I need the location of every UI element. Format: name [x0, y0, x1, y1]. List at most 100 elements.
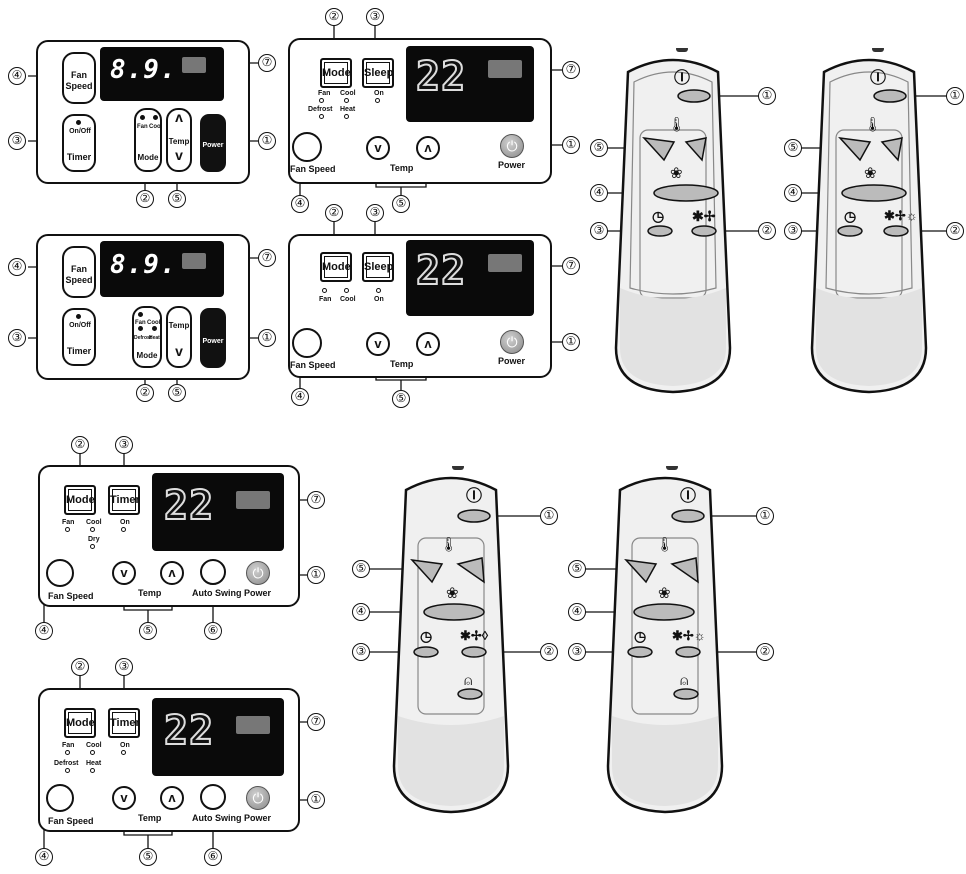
- fan-speed-button[interactable]: [653, 184, 719, 202]
- power-button[interactable]: ⏻: [246, 786, 270, 810]
- mode-button[interactable]: [461, 646, 487, 658]
- power-button[interactable]: ⏻: [500, 134, 524, 158]
- mode-button[interactable]: Mode: [64, 708, 96, 738]
- power-button[interactable]: Power: [200, 114, 226, 172]
- fan-speed-button[interactable]: [423, 603, 485, 621]
- defrost-led: [138, 326, 143, 331]
- callout-6: ⑥: [204, 848, 222, 866]
- mode-button[interactable]: [675, 646, 701, 658]
- sleep-button[interactable]: Sleep: [362, 252, 394, 282]
- auto-swing-button[interactable]: [200, 784, 226, 810]
- fan-speed-label: Fan Speed: [48, 591, 94, 601]
- callout-3: ③: [784, 222, 802, 240]
- temp-up-button[interactable]: ʌ: [416, 136, 440, 160]
- temp-up-button[interactable]: ʌ: [160, 786, 184, 810]
- temp-down-button[interactable]: [410, 558, 444, 584]
- callout-4: ④: [568, 603, 586, 621]
- temp-down-button[interactable]: [624, 558, 658, 584]
- temp-down-button[interactable]: [642, 136, 676, 162]
- timer-button[interactable]: [647, 225, 673, 237]
- power-icon: ⏻: [506, 138, 518, 154]
- on-off-timer-button[interactable]: On/Off Timer: [62, 308, 96, 366]
- heat-indicator-label: Heat: [86, 760, 102, 767]
- swing-button[interactable]: [673, 688, 699, 700]
- callout-2: ②: [136, 190, 154, 208]
- timer-button[interactable]: [413, 646, 439, 658]
- callout-2: ②: [136, 384, 154, 402]
- cool-indicator-label: Cool: [147, 320, 161, 326]
- power-button[interactable]: Power: [200, 308, 226, 368]
- callout-4: ④: [8, 67, 26, 85]
- power-button[interactable]: [677, 89, 711, 103]
- temp-label: Temp: [138, 813, 162, 823]
- mode-button[interactable]: [883, 225, 909, 237]
- sleep-button[interactable]: Sleep: [362, 58, 394, 88]
- temp-down-button[interactable]: v: [112, 561, 136, 585]
- temp-up-button[interactable]: [880, 137, 903, 162]
- temp-up-button[interactable]: [684, 137, 707, 162]
- fan-speed-button[interactable]: [46, 784, 74, 812]
- temp-up-button[interactable]: ʌ: [416, 332, 440, 356]
- fan-icon: ❀: [446, 585, 459, 602]
- power-icon: ⏻: [252, 565, 264, 581]
- cool-led: [344, 288, 349, 293]
- on-led: [375, 98, 380, 103]
- temp-down-button[interactable]: [838, 136, 872, 162]
- fan-speed-button[interactable]: [633, 603, 695, 621]
- fan-speed-button[interactable]: [46, 559, 74, 587]
- display-window: 22: [152, 698, 284, 776]
- callout-1: ①: [562, 333, 580, 351]
- callout-5: ⑤: [392, 195, 410, 213]
- fan-speed-button[interactable]: [841, 184, 907, 202]
- power-button[interactable]: [671, 509, 705, 523]
- mode-button[interactable]: Mode: [320, 58, 352, 88]
- display-window: 8.9.: [100, 241, 224, 297]
- timer-button[interactable]: [627, 646, 653, 658]
- temp-up-button[interactable]: [456, 557, 485, 584]
- mode-button[interactable]: Fan Cool Mode: [134, 108, 162, 172]
- callout-3: ③: [568, 643, 586, 661]
- fan-speed-button[interactable]: [292, 132, 322, 162]
- timer-button[interactable]: Timer: [108, 708, 140, 738]
- defrost-indicator-label: Defrost: [54, 760, 79, 767]
- mode-label: Mode: [66, 494, 95, 506]
- timer-button[interactable]: [837, 225, 863, 237]
- mode-button[interactable]: Mode: [64, 485, 96, 515]
- temp-up-button[interactable]: ʌ: [160, 561, 184, 585]
- power-button[interactable]: ⏻: [500, 330, 524, 354]
- fan-icon: ❀: [670, 165, 683, 182]
- timer-button[interactable]: Timer: [108, 485, 140, 515]
- power-button[interactable]: [457, 509, 491, 523]
- temp-up-button[interactable]: [670, 557, 699, 584]
- temp-down-button[interactable]: v: [112, 786, 136, 810]
- fan-led: [138, 312, 143, 317]
- auto-swing-button[interactable]: [200, 559, 226, 585]
- mode-icon: ✱✢☼: [884, 208, 918, 223]
- swing-icon: ⍝: [464, 672, 473, 688]
- fan-speed-button[interactable]: [292, 328, 322, 358]
- temp-down-button[interactable]: v: [366, 136, 390, 160]
- mode-button[interactable]: [691, 225, 717, 237]
- temp-button[interactable]: Temp v: [166, 306, 192, 368]
- callout-7: ⑦: [562, 61, 580, 79]
- temp-down-button[interactable]: v: [366, 332, 390, 356]
- temp-button[interactable]: ʌ Temp v: [166, 108, 192, 172]
- callout-7: ⑦: [258, 249, 276, 267]
- mode-button[interactable]: Mode: [320, 252, 352, 282]
- callout-2: ②: [71, 658, 89, 676]
- on-off-timer-button[interactable]: On/Off Timer: [62, 114, 96, 172]
- power-button[interactable]: ⏻: [246, 561, 270, 585]
- on-indicator-label: On: [120, 519, 130, 526]
- heat-led: [344, 114, 349, 119]
- callout-2: ②: [540, 643, 558, 661]
- display-window: 8.9.: [100, 47, 224, 101]
- callout-5: ⑤: [568, 560, 586, 578]
- power-button[interactable]: [873, 89, 907, 103]
- power-label: Power: [202, 338, 224, 345]
- defrost-led: [319, 114, 324, 119]
- swing-button[interactable]: [457, 688, 483, 700]
- mode-button[interactable]: Fan Cool Defrost Heat Mode: [132, 306, 162, 368]
